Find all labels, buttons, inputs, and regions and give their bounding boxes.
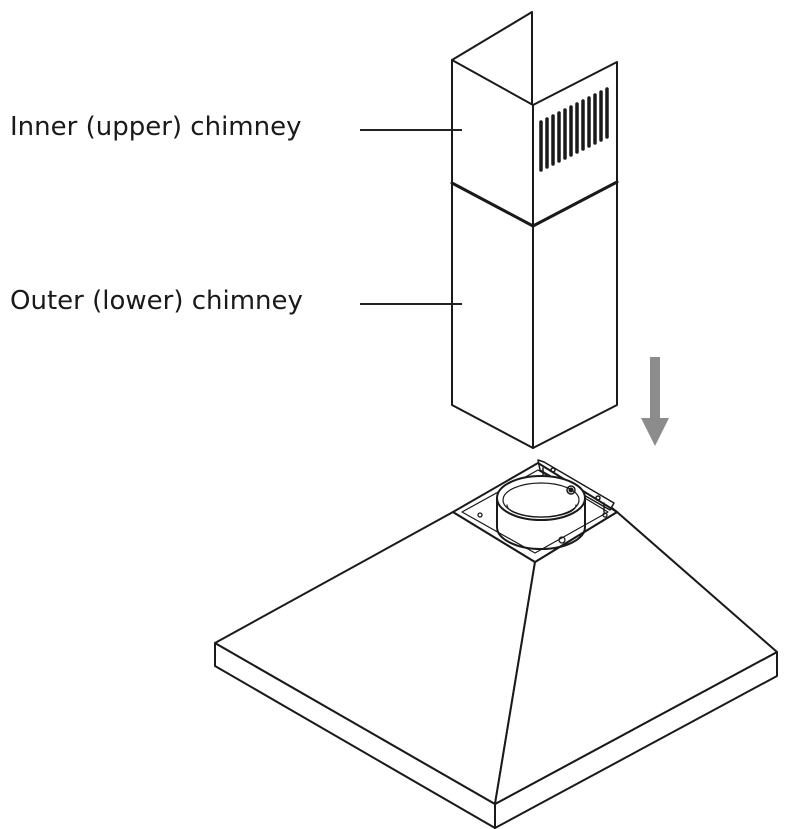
outer-chimney-label: Outer (lower) chimney	[10, 286, 303, 316]
chimney-seam	[450, 180, 619, 228]
outer-chimney-leader-line	[360, 303, 462, 305]
arrow-down-icon	[641, 357, 669, 446]
hood-canopy-left	[214, 511, 536, 805]
outer-chimney	[450, 180, 619, 449]
mounting-bracket	[537, 459, 615, 513]
hood-body	[214, 459, 778, 829]
outer-chimney-right-face	[532, 181, 618, 449]
vent-slots	[539, 87, 609, 172]
inner-chimney-leader-line	[360, 129, 462, 131]
duct-collar	[477, 475, 608, 550]
inner-chimney-label: Inner (upper) chimney	[10, 112, 302, 142]
inner-chimney-back-edge	[451, 11, 533, 106]
outer-chimney-left-face	[451, 182, 534, 449]
inner-chimney	[451, 11, 618, 227]
